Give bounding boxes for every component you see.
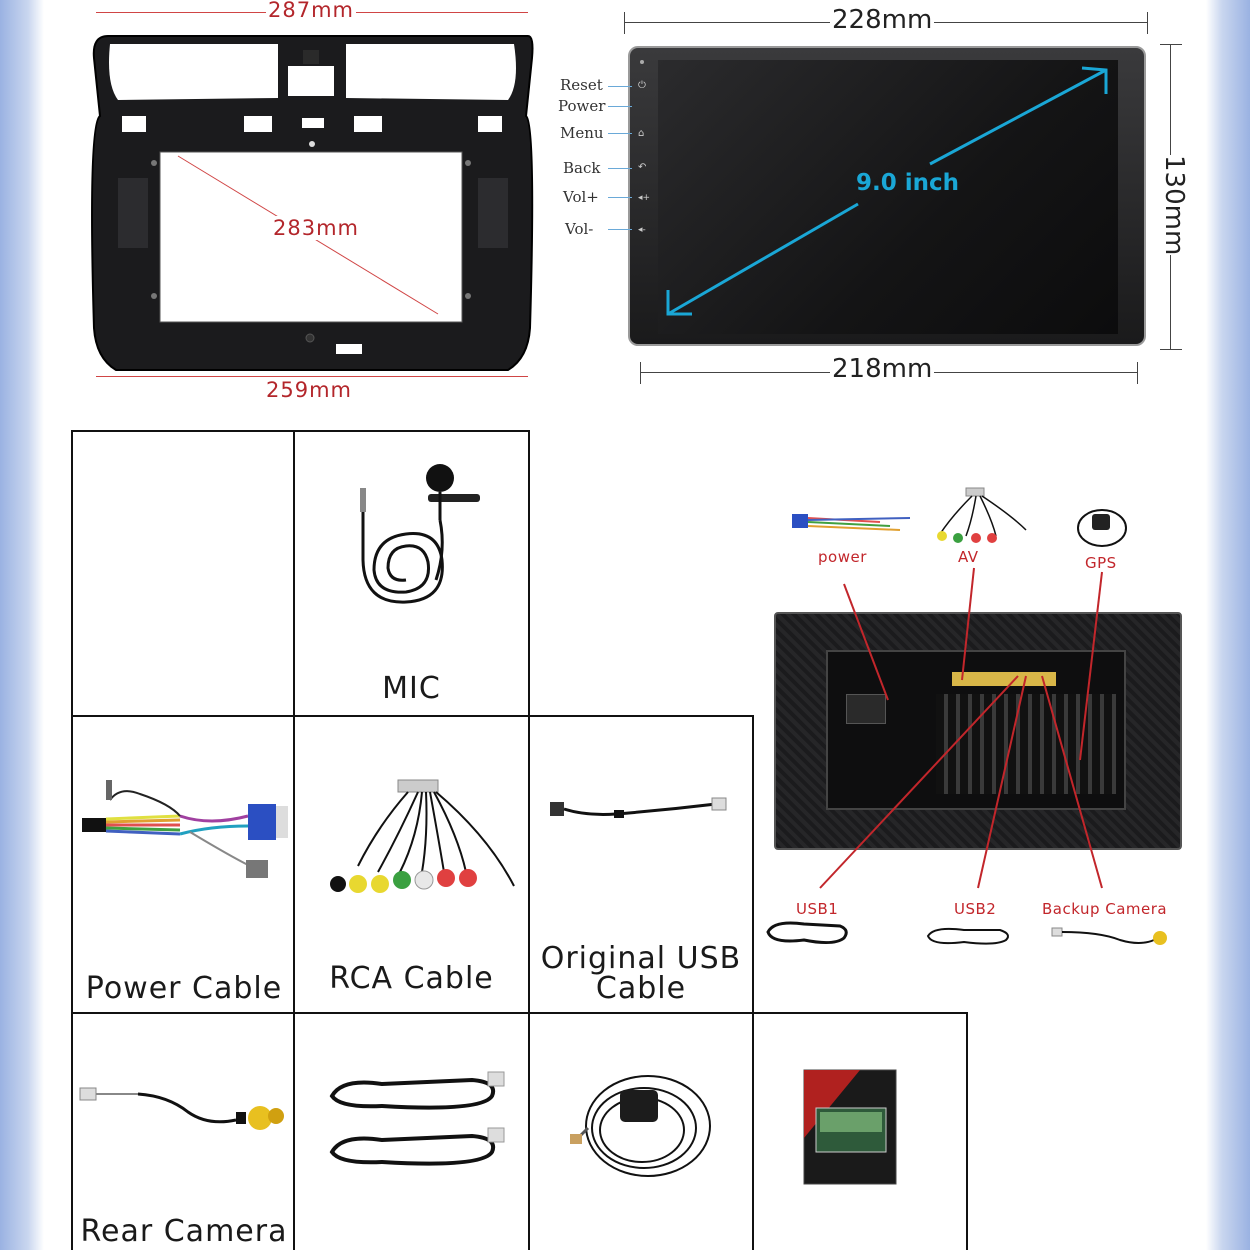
user-manual-illustration (803, 1069, 897, 1185)
frame-bottom-dim-line (96, 376, 528, 377)
wire-label-usb1: USB1 (796, 900, 839, 918)
mic-illustration (360, 464, 480, 604)
usb-cables-pair-illustration (329, 1071, 505, 1166)
gps-antenna-icon (1077, 509, 1127, 547)
power-cable-label: Power Cable (85, 971, 283, 1006)
side-button-icons: ⏻ ⌂ ↶ ◂+ ◂- (638, 60, 650, 235)
dash-frame-illustration (91, 35, 534, 371)
frame-top-dim: 287mm (266, 0, 356, 22)
rear-camera-cable-illustration (79, 1087, 284, 1130)
gps-antenna-illustration (570, 1075, 711, 1177)
frame-bottom-dim: 259mm (266, 378, 352, 402)
svg-text:◂-: ◂- (638, 225, 646, 235)
usb2-cable-icon (926, 927, 1009, 945)
rca-cable-label: RCA Cable (329, 961, 494, 996)
backup-camera-cable-icon (1051, 927, 1167, 945)
unit-back-panel (774, 612, 1182, 850)
rear-camera-label: Rear Camera (80, 1214, 288, 1249)
label-power: Power (558, 97, 606, 115)
power-harness-icon (792, 514, 911, 531)
screen-diagonal-dim: 9.0 inch (856, 170, 960, 196)
usb-cable-illustration (550, 797, 727, 818)
frame-diagonal-dim: 283mm (270, 216, 362, 240)
wire-label-usb2: USB2 (954, 900, 997, 918)
wire-label-power: power (818, 548, 867, 566)
mic-label: MIC (382, 671, 441, 706)
usb1-cable-icon (766, 921, 848, 945)
unit-connector-block (952, 672, 1056, 686)
wire-label-backup-camera: Backup Camera (1042, 900, 1168, 918)
screen-bottom-dim: 218mm (830, 354, 935, 384)
usb-cable-label-line1: Original USB (540, 941, 742, 976)
label-reset: Reset (560, 76, 603, 94)
label-back: Back (563, 159, 601, 177)
label-menu: Menu (560, 124, 604, 142)
svg-text:⌂: ⌂ (638, 128, 644, 139)
svg-text:⏻: ⏻ (638, 80, 646, 91)
label-vol-down: Vol- (565, 220, 594, 238)
svg-text:↶: ↶ (638, 162, 646, 173)
av-harness-icon (937, 487, 1027, 543)
diagonal-arrow (666, 66, 1108, 316)
svg-text:◂+: ◂+ (638, 193, 650, 203)
head-unit-screen (628, 46, 1146, 346)
power-cable-illustration (82, 780, 288, 878)
rca-cable-illustration (330, 779, 515, 893)
usb-cable-label-line2: Cable (595, 971, 687, 1006)
wire-label-av: AV (958, 548, 979, 566)
screen-top-dim: 228mm (830, 5, 935, 35)
wire-label-gps: GPS (1085, 554, 1117, 572)
wire-leader-lines (819, 567, 1103, 889)
label-vol-up: Vol+ (563, 188, 599, 206)
screen-right-dim: 130mm (1159, 155, 1189, 256)
